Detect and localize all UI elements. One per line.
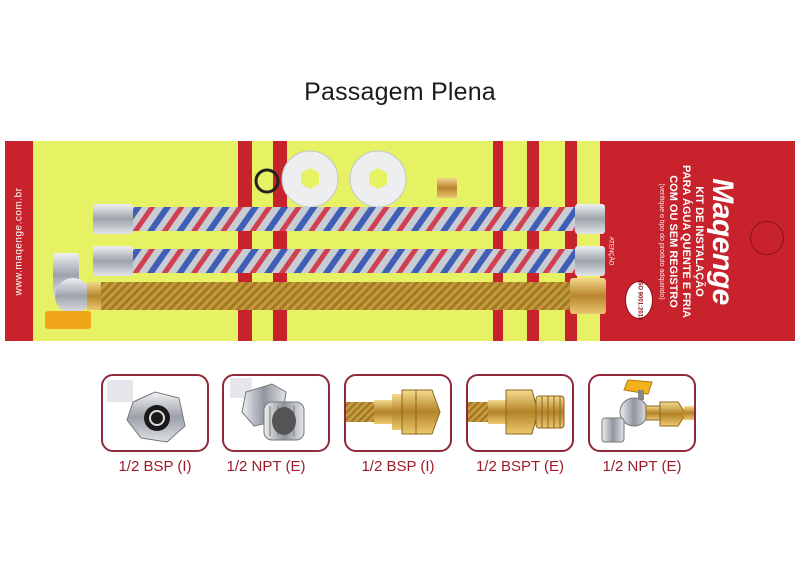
- connector-caption: 1/2 BSP (I): [361, 458, 435, 475]
- connector-brass-male-thread: [466, 374, 574, 452]
- hang-hole: [750, 221, 784, 255]
- brass-female-nut-icon: [346, 389, 441, 435]
- iso-badge: ISO 9001:2015: [625, 280, 653, 320]
- connector-brass-female-nut: [344, 374, 452, 452]
- connector-chrome-female-nut: [101, 374, 209, 452]
- chrome-female-nut-icon: [107, 380, 186, 443]
- connector-caption: 1/2 BSP (I): [118, 458, 192, 475]
- connector-chrome-male-thread: [222, 374, 330, 452]
- page-title: Passagem Plena: [304, 78, 496, 106]
- product-package: www.maqenge.com.br: [5, 141, 795, 341]
- brass-male-thread-icon: [468, 389, 565, 435]
- chrome-male-thread-icon: [230, 378, 305, 441]
- package-headline-3: COM OU SEM REGISTRO: [667, 174, 679, 308]
- connector-caption: 1/2 BSPT (E): [475, 458, 565, 475]
- package-headline-2: PARA ÁGUA QUENTE E FRIA: [680, 164, 692, 318]
- connector-caption: 1/2 NPT (E): [602, 458, 682, 475]
- ball-valve-icon: [601, 379, 694, 443]
- hoses-illustration: [45, 150, 606, 329]
- brand-logo: Maqenge: [706, 177, 739, 305]
- package-note: (verifique o tipo do produto adquirido): [658, 182, 665, 300]
- connector-caption: 1/2 NPT (E): [226, 458, 306, 475]
- package-headline-1: KIT DE INSTALAÇÃO: [693, 185, 705, 297]
- connector-ball-valve: [588, 374, 696, 452]
- panel-stripe: [493, 141, 503, 341]
